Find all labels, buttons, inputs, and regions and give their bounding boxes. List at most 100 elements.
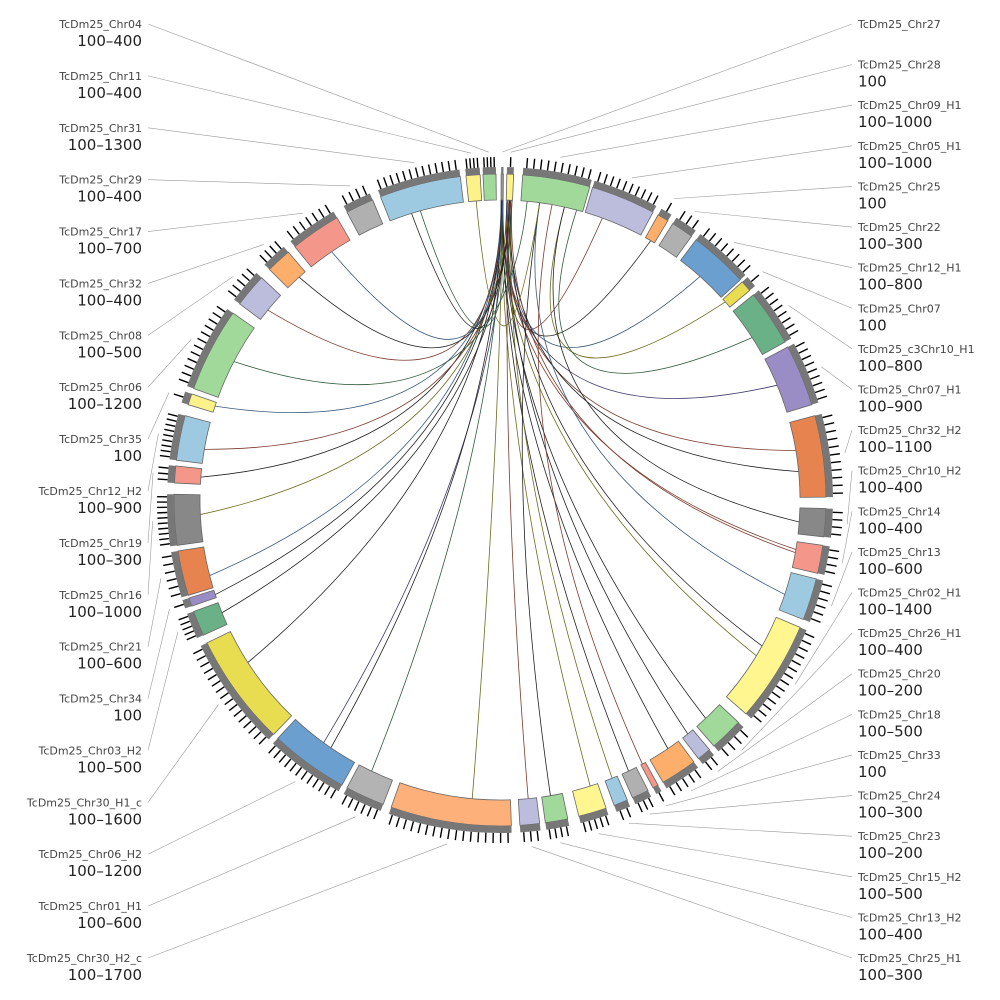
label-leader-line xyxy=(147,704,219,803)
segment-TcDm25_Chr12_H1[interactable] xyxy=(679,228,751,298)
segment-TcDm25_Chr34[interactable] xyxy=(174,589,217,609)
segment-TcDm25_Chr25[interactable] xyxy=(644,202,673,244)
segment-arc[interactable] xyxy=(604,775,628,806)
tick-mark xyxy=(787,666,798,673)
segment-TcDm25_Chr25_H1[interactable] xyxy=(517,797,541,843)
segment-arc[interactable] xyxy=(239,277,282,321)
segment-arc[interactable] xyxy=(390,782,512,827)
segment-arc[interactable] xyxy=(621,766,649,799)
segment-TcDm25_Chr12_H2[interactable] xyxy=(159,413,211,464)
segment-TcDm25_Chr08[interactable] xyxy=(227,268,282,321)
segment-TcDm25_Chr06[interactable] xyxy=(178,305,255,398)
segment-arc[interactable] xyxy=(722,281,751,308)
segment-TcDm25_Chr23[interactable] xyxy=(604,775,632,821)
segment-TcDm25_Chr10_H2[interactable] xyxy=(797,507,843,538)
tick-mark xyxy=(824,422,835,426)
segment-TcDm25_Chr19[interactable] xyxy=(157,465,203,485)
tick-label: 100–1100 xyxy=(858,438,932,456)
segment-TcDm25_Chr24[interactable] xyxy=(621,766,654,813)
tick-mark xyxy=(300,770,308,780)
segment-TcDm25_Chr09_H1[interactable] xyxy=(520,158,592,213)
segment-arc[interactable] xyxy=(732,294,786,356)
segment-arc[interactable] xyxy=(505,173,515,201)
segment-arc[interactable] xyxy=(465,174,483,203)
segment-TcDm25_Chr26_H1[interactable] xyxy=(696,704,749,757)
segment-arc[interactable] xyxy=(500,173,504,201)
segment-arc[interactable] xyxy=(193,602,228,636)
segment-TcDm25_Chr33[interactable] xyxy=(640,761,665,802)
segment-arc[interactable] xyxy=(188,589,217,607)
segment-TcDm25_Chr04[interactable] xyxy=(482,157,497,201)
segment-label: TcDm25_Chr33 xyxy=(857,749,941,762)
segment-TcDm25_Chr32_H2[interactable] xyxy=(789,413,843,498)
segment-arc[interactable] xyxy=(572,783,607,817)
segment-TcDm25_Chr16[interactable] xyxy=(157,493,204,547)
segment-TcDm25_Chr20[interactable] xyxy=(682,729,719,771)
segment-arc[interactable] xyxy=(644,214,669,244)
segment-arc[interactable] xyxy=(277,718,356,786)
segment-arc[interactable] xyxy=(177,546,214,596)
segment-arc[interactable] xyxy=(206,630,293,736)
tick-mark xyxy=(190,351,201,357)
segment-TcDm25_Chr21[interactable] xyxy=(161,546,214,598)
segment-TcDm25_c3Chr10_H1[interactable] xyxy=(732,286,799,356)
segment-arc[interactable] xyxy=(584,186,654,236)
segment-TcDm25_Chr28[interactable] xyxy=(505,157,515,201)
segment-arc[interactable] xyxy=(764,346,813,413)
label-leader-line xyxy=(741,632,853,751)
segment-arc[interactable] xyxy=(294,217,351,268)
segment-arc[interactable] xyxy=(696,704,739,747)
segment-arc[interactable] xyxy=(778,572,817,620)
segment-arc[interactable] xyxy=(346,764,394,805)
segment-arc[interactable] xyxy=(725,616,801,715)
segment-TcDm25_Chr01_H1[interactable] xyxy=(341,764,394,820)
segment-label: TcDm25_Chr06_H2 xyxy=(37,848,142,861)
segment-TcDm25_Chr22[interactable] xyxy=(658,210,699,258)
segment-arc[interactable] xyxy=(520,174,591,213)
segment-TcDm25_Chr30_H1_c[interactable] xyxy=(193,630,293,745)
segment-TcDm25_Chr02_H1[interactable] xyxy=(725,616,815,723)
segment-arc[interactable] xyxy=(791,541,824,574)
segment-arc[interactable] xyxy=(658,222,693,258)
segment-TcDm25_Chr14[interactable] xyxy=(791,541,840,575)
segment-arc[interactable] xyxy=(679,239,741,298)
label-leader-line xyxy=(147,339,192,388)
segment-TcDm25_Chr27[interactable] xyxy=(500,167,504,201)
segment-TcDm25_Chr29[interactable] xyxy=(341,185,384,236)
segment-arc[interactable] xyxy=(175,415,211,464)
segment-arc[interactable] xyxy=(346,199,384,236)
segment-TcDm25_Chr35[interactable] xyxy=(173,391,217,413)
segment-arc[interactable] xyxy=(187,393,217,413)
segment-TcDm25_Chr32[interactable] xyxy=(259,240,306,289)
segment-arc[interactable] xyxy=(640,761,659,789)
segment-arc[interactable] xyxy=(682,729,711,760)
segment-TcDm25_Chr07_H1[interactable] xyxy=(764,341,828,413)
segment-TcDm25_Chr31[interactable] xyxy=(376,159,464,222)
segment-arc[interactable] xyxy=(797,507,827,538)
segment-arc[interactable] xyxy=(541,792,569,824)
segment-TcDm25_Chr17[interactable] xyxy=(286,204,351,268)
segment-arc[interactable] xyxy=(174,465,203,485)
segment-TcDm25_Chr30_H2_c[interactable] xyxy=(388,782,512,844)
segment-arc[interactable] xyxy=(380,175,464,222)
segment-TcDm25_Chr13[interactable] xyxy=(778,572,833,623)
segment-TcDm25_Chr03_H2[interactable] xyxy=(178,602,228,641)
segment-arc[interactable] xyxy=(649,740,695,783)
segment-arc[interactable] xyxy=(268,251,306,289)
segment-arc[interactable] xyxy=(482,173,497,201)
segment-TcDm25_Chr05_H1[interactable] xyxy=(584,171,659,236)
segment-label: TcDm25_Chr23 xyxy=(857,830,941,843)
segment-arc[interactable] xyxy=(173,493,204,546)
segment-TcDm25_Chr06_H2[interactable] xyxy=(268,718,356,799)
segment-label: TcDm25_Chr32_H2 xyxy=(857,424,962,437)
segment-TcDm25_Chr15_H2[interactable] xyxy=(572,783,610,833)
tick-mark xyxy=(831,533,842,536)
tick-mark xyxy=(330,789,337,799)
segment-TcDm25_Chr11[interactable] xyxy=(465,157,483,203)
segment-TcDm25_Chr07[interactable] xyxy=(722,274,760,308)
tick-mark xyxy=(827,437,838,441)
segment-TcDm25_Chr18[interactable] xyxy=(649,740,702,796)
segment-TcDm25_Chr13_H2[interactable] xyxy=(541,792,570,840)
chord-link xyxy=(209,200,502,576)
segment-arc[interactable] xyxy=(517,797,541,826)
